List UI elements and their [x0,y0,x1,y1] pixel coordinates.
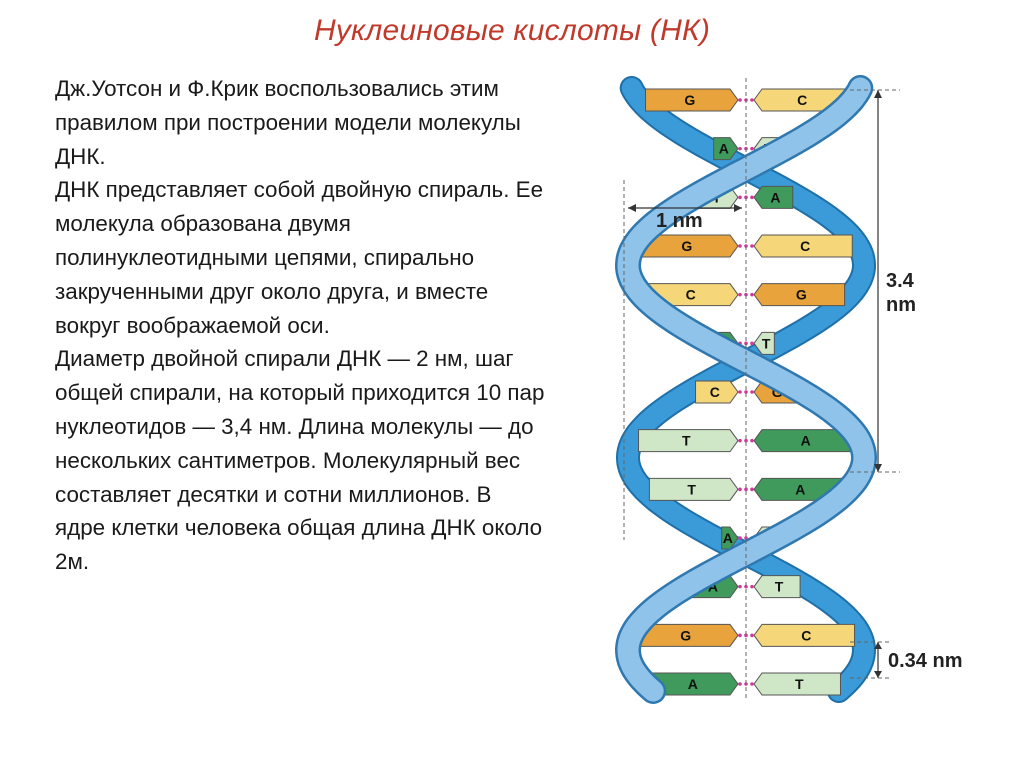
paragraph-double-helix: ДНК представляет собой двойную спираль. … [55,173,545,342]
base-right-letter: T [762,335,771,351]
hydrogen-bond-dot [738,682,742,686]
page-title: Нуклеиновые кислоты (НК) [0,14,1024,48]
hydrogen-bond-dot [738,196,742,200]
hydrogen-bond-dot [750,244,754,248]
hydrogen-bond-dot [738,390,742,394]
hydrogen-bond-dot [738,634,742,638]
hydrogen-bond-dot [738,147,742,151]
hydrogen-bond-dot [738,293,742,297]
width-label: 1 nm [656,210,703,233]
base-right-letter: A [801,433,811,449]
base-right-letter: C [801,627,811,643]
base-left-letter: T [682,433,691,449]
base-left-letter: C [710,384,720,400]
hydrogen-bond-dot [750,293,754,297]
base-right-letter: G [796,287,807,303]
pitch-value-label: 3.4 [886,270,914,293]
hydrogen-bond-dot [738,439,742,443]
base-left-letter: A [719,141,729,157]
base-right-letter: A [770,189,780,205]
base-right-letter: C [800,238,810,254]
pitch-unit-label: nm [886,294,916,317]
hydrogen-bond-dot [744,439,748,443]
base-left-letter: G [684,92,695,108]
hydrogen-bond-dot [738,585,742,589]
hydrogen-bond-dot [750,634,754,638]
base-right-letter: T [775,579,784,595]
paragraph-watson-crick: Дж.Уотсон и Ф.Крик воспользовались этим … [55,72,545,173]
hydrogen-bond-dot [750,342,754,346]
base-right-letter: A [795,481,805,497]
base-left-letter: A [688,676,698,692]
body-text: Дж.Уотсон и Ф.Крик воспользовались этим … [55,72,545,579]
base-right-letter: T [795,676,804,692]
hydrogen-bond-dot [750,439,754,443]
base-left-letter: G [680,627,691,643]
base-right-letter: C [797,92,807,108]
hydrogen-bond-dot [750,98,754,102]
hydrogen-bond-dot [750,585,754,589]
rise-label: 0.34 nm [888,650,962,673]
paragraph-dimensions: Диаметр двойной спирали ДНК — 2 нм, шаг … [55,342,545,579]
hydrogen-bond-dot [750,390,754,394]
hydrogen-bond-dot [744,488,748,492]
hydrogen-bond-dot [750,682,754,686]
hydrogen-bond-dot [738,98,742,102]
base-left-letter: A [723,530,733,546]
hydrogen-bond-dot [738,488,742,492]
base-left-letter: C [686,287,696,303]
hydrogen-bond-dot [750,196,754,200]
base-left-letter: G [681,238,692,254]
hydrogen-bond-dot [738,244,742,248]
hydrogen-bond-dot [750,147,754,151]
hydrogen-bond-dot [738,536,742,540]
hydrogen-bond-dot [750,488,754,492]
base-left-letter: T [687,481,696,497]
